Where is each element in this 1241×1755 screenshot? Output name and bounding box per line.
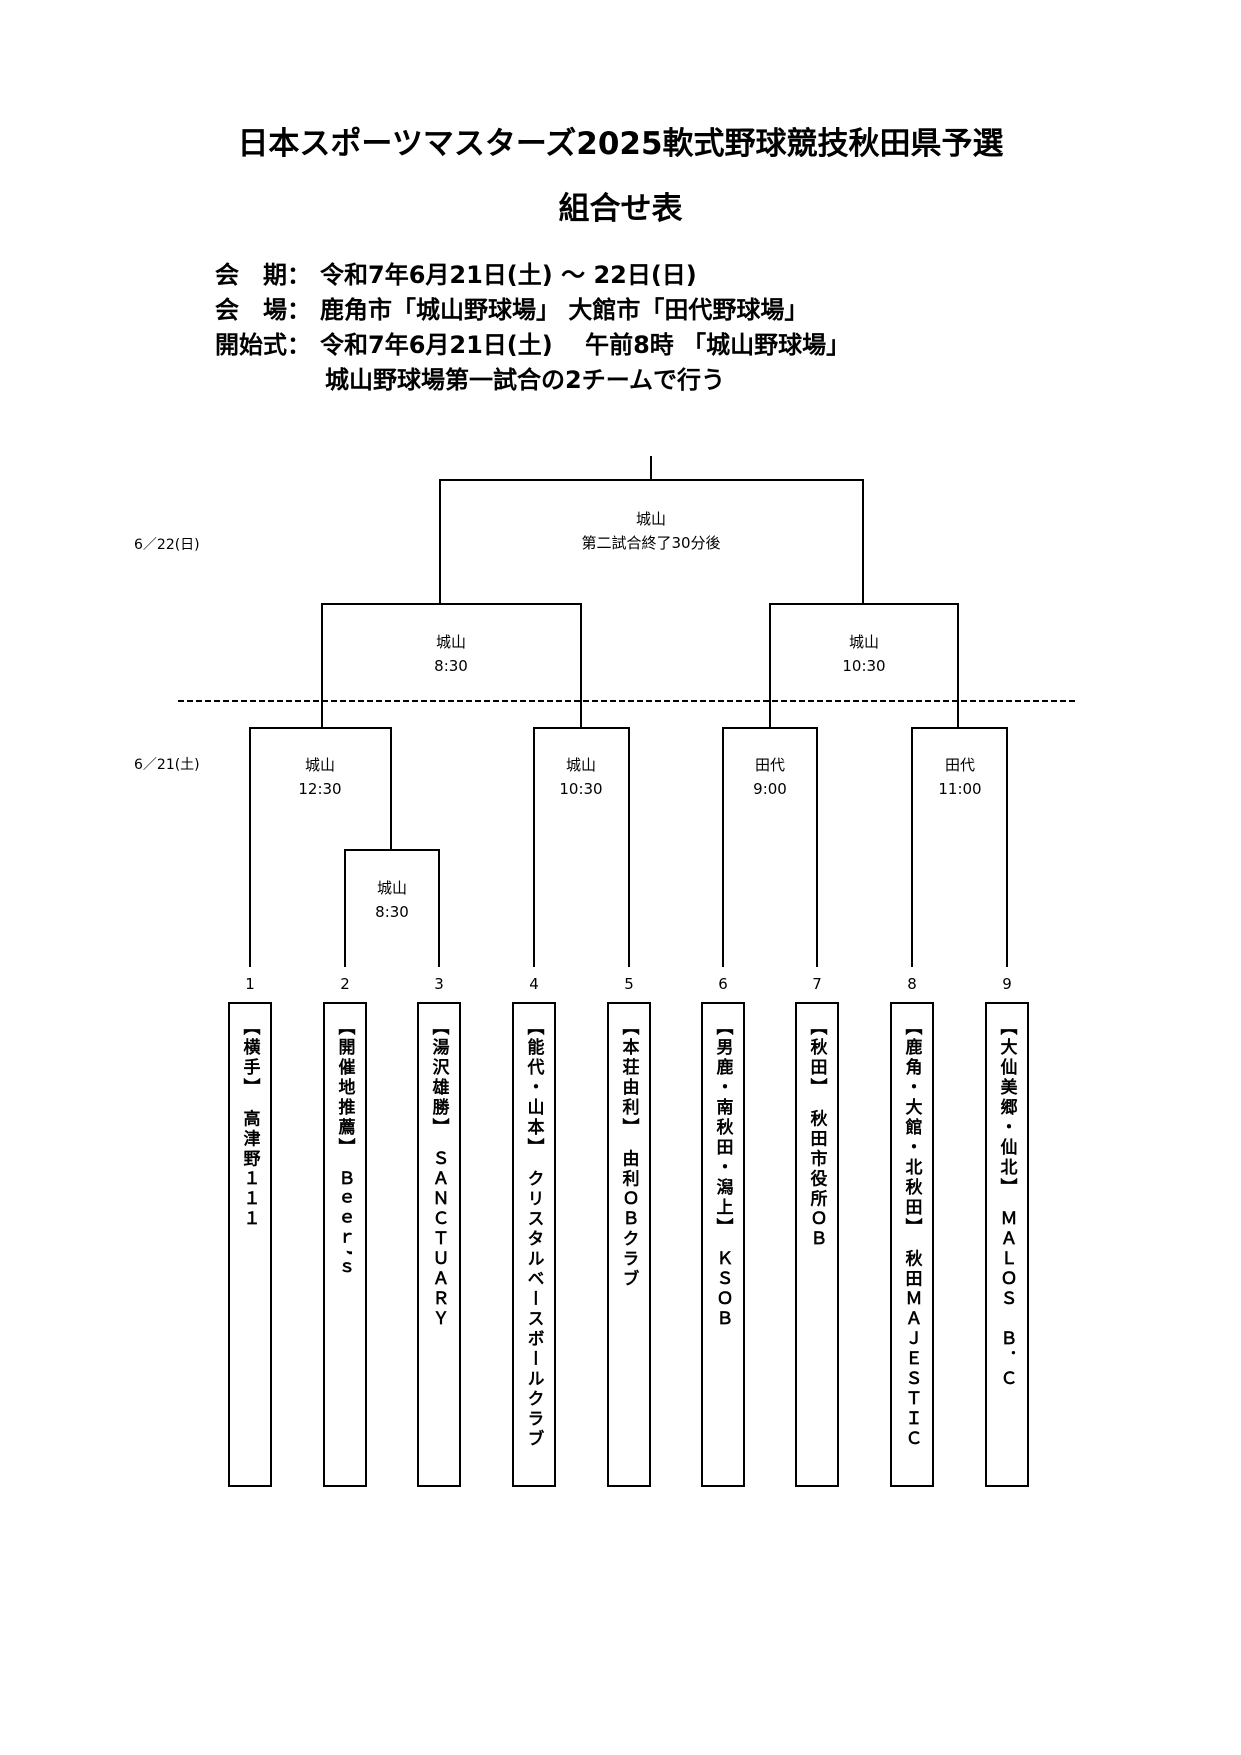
final-bracket bbox=[439, 479, 864, 604]
page-subtitle: 組合せ表 bbox=[558, 191, 683, 227]
match-time: 10:30 bbox=[559, 780, 603, 798]
seed-number: 1 bbox=[245, 975, 255, 993]
team-name: 【開催地推薦】 Ｂｅｅｒ’ｓ bbox=[334, 1018, 355, 1279]
team-box: 【秋田】 秋田市役所ＯＢ bbox=[795, 1002, 839, 1487]
match-time: 8:30 bbox=[434, 657, 468, 675]
play-in-bracket bbox=[344, 849, 440, 967]
period-value: 令和7年6月21日(土) ～ 22日(日) bbox=[320, 261, 697, 289]
match-time: 第二試合終了30分後 bbox=[581, 534, 721, 552]
date-label-day1: 6／21(土) bbox=[134, 757, 200, 773]
date-label-day2: 6／22(日) bbox=[134, 537, 200, 553]
opening-note: 城山野球場第一試合の2チームで行う bbox=[325, 366, 725, 394]
team-box: 【男鹿・南秋田・潟上】 ＫＳＯＢ bbox=[701, 1002, 745, 1487]
semi-left-bracket bbox=[321, 603, 582, 728]
match-venue: 田代 bbox=[754, 756, 785, 774]
match-venue: 城山 bbox=[565, 756, 596, 774]
seed-number: 7 bbox=[812, 975, 822, 993]
team-name: 【横手】 高津野１１１ bbox=[239, 1018, 260, 1230]
team-box: 【横手】 高津野１１１ bbox=[228, 1002, 272, 1487]
team-name: 【鹿角・大館・北秋田】 秋田ＭＡＪＥＳＴＩＣ bbox=[901, 1018, 922, 1450]
team-name: 【大仙美郷・仙北】 ＭＡＬＯＳ Ｂ．Ｃ bbox=[996, 1018, 1017, 1390]
seed-number: 6 bbox=[718, 975, 728, 993]
r1-c-bracket bbox=[722, 727, 818, 967]
r1-a-bracket bbox=[249, 727, 392, 967]
seed-number: 2 bbox=[340, 975, 350, 993]
match-time: 10:30 bbox=[842, 657, 886, 675]
venue-label: 会 場： bbox=[215, 296, 311, 324]
opening-label: 開始式： bbox=[215, 331, 311, 359]
match-final: 城山 第二試合終了30分後 bbox=[581, 507, 721, 555]
venue-line: 会 場： 鹿角市「城山野球場」 大館市「田代野球場」 bbox=[215, 290, 808, 325]
match-time: 11:00 bbox=[938, 780, 982, 798]
period-label: 会 期： bbox=[215, 261, 311, 289]
opening-line: 開始式： 令和7年6月21日(土) 午前8時 「城山野球場」 bbox=[215, 325, 850, 360]
match-venue: 城山 bbox=[635, 510, 666, 528]
period-line: 会 期： 令和7年6月21日(土) ～ 22日(日) bbox=[215, 255, 697, 290]
r1-b-bracket bbox=[533, 727, 630, 967]
team-box: 【大仙美郷・仙北】 ＭＡＬＯＳ Ｂ．Ｃ bbox=[985, 1002, 1029, 1487]
team-name: 【秋田】 秋田市役所ＯＢ bbox=[806, 1018, 827, 1250]
team-box: 【湯沢雄勝】 ＳＡＮＣＴＵＡＲＹ bbox=[417, 1002, 461, 1487]
team-box: 【鹿角・大館・北秋田】 秋田ＭＡＪＥＳＴＩＣ bbox=[890, 1002, 934, 1487]
team-name: 【男鹿・南秋田・潟上】 ＫＳＯＢ bbox=[712, 1018, 733, 1330]
match-venue: 城山 bbox=[435, 633, 466, 651]
seed-number: 8 bbox=[907, 975, 917, 993]
seed-number: 4 bbox=[529, 975, 539, 993]
match-time: 8:30 bbox=[375, 903, 409, 921]
match-r1-d: 田代 11:00 bbox=[890, 753, 1030, 801]
team-box: 【本荘由利】 由利ＯＢクラブ bbox=[607, 1002, 651, 1487]
team-name: 【本荘由利】 由利ＯＢクラブ bbox=[618, 1018, 639, 1290]
team-box: 【能代・山本】 クリスタルベースボールクラブ bbox=[512, 1002, 556, 1487]
seed-number: 3 bbox=[434, 975, 444, 993]
match-r1-a: 城山 12:30 bbox=[250, 753, 390, 801]
match-time: 12:30 bbox=[298, 780, 342, 798]
match-time: 9:00 bbox=[753, 780, 787, 798]
seed-number: 5 bbox=[624, 975, 634, 993]
match-r1-b: 城山 10:30 bbox=[511, 753, 651, 801]
page-title: 日本スポーツマスターズ2025軟式野球競技秋田県予選 bbox=[237, 126, 1004, 162]
match-semi-left: 城山 8:30 bbox=[381, 630, 521, 678]
team-name: 【湯沢雄勝】 ＳＡＮＣＴＵＡＲＹ bbox=[428, 1018, 449, 1330]
match-play-in: 城山 8:30 bbox=[322, 876, 462, 924]
seed-number: 9 bbox=[1002, 975, 1012, 993]
team-name: 【能代・山本】 クリスタルベースボールクラブ bbox=[523, 1018, 544, 1450]
r1-d-bracket bbox=[911, 727, 1008, 967]
match-semi-right: 城山 10:30 bbox=[794, 630, 934, 678]
match-venue: 城山 bbox=[376, 879, 407, 897]
match-venue: 城山 bbox=[304, 756, 335, 774]
match-r1-c: 田代 9:00 bbox=[700, 753, 840, 801]
opening-value: 令和7年6月21日(土) 午前8時 「城山野球場」 bbox=[320, 331, 851, 359]
match-venue: 田代 bbox=[944, 756, 975, 774]
venue-value: 鹿角市「城山野球場」 大館市「田代野球場」 bbox=[320, 296, 809, 324]
match-venue: 城山 bbox=[848, 633, 879, 651]
team-box: 【開催地推薦】 Ｂｅｅｒ’ｓ bbox=[323, 1002, 367, 1487]
semi-right-bracket bbox=[769, 603, 959, 728]
